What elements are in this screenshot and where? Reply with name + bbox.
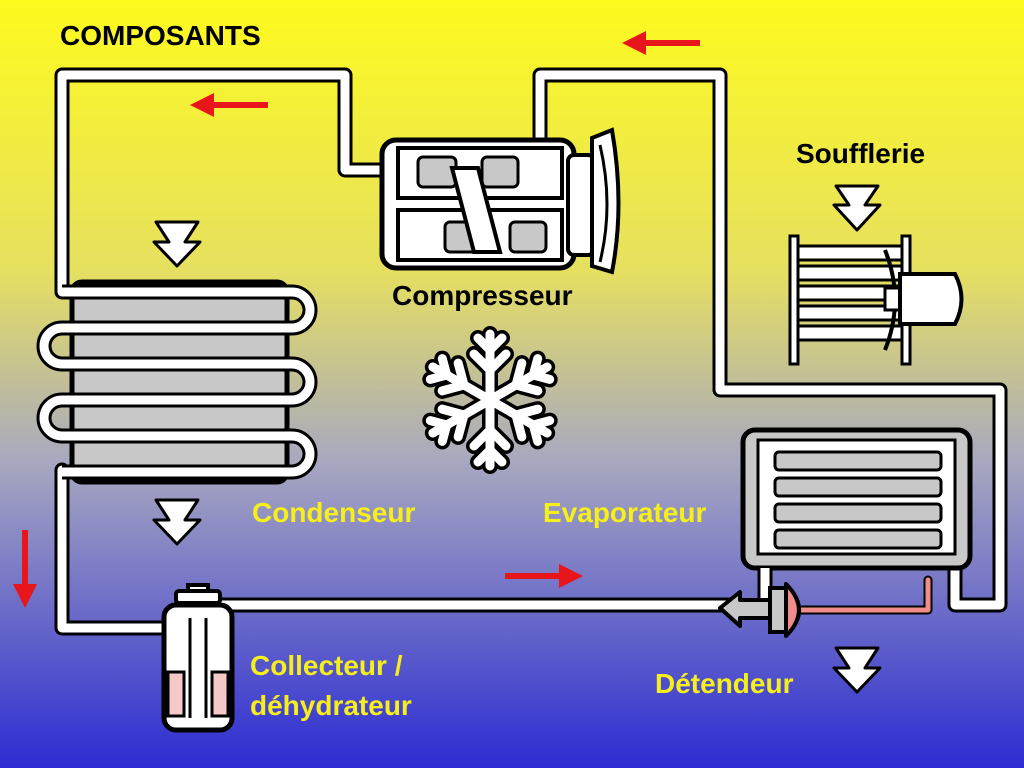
flow-arrow-icon bbox=[622, 31, 700, 55]
snowflake-arm bbox=[425, 354, 495, 405]
blower-label: Soufflerie bbox=[796, 138, 926, 169]
receiver-drier bbox=[161, 583, 235, 733]
snowflake-arm bbox=[485, 354, 555, 405]
blower bbox=[788, 234, 964, 366]
condenser bbox=[36, 279, 318, 485]
compressor bbox=[379, 127, 621, 275]
expansion-valve bbox=[718, 575, 933, 638]
condenser-airflow-out-icon bbox=[152, 498, 202, 546]
diagram-title: COMPOSANTS bbox=[60, 20, 261, 51]
blower-airflow-icon bbox=[832, 184, 882, 232]
snowflake-icon bbox=[422, 326, 558, 474]
compressor-label: Compresseur bbox=[392, 280, 573, 311]
condenser-airflow-in-icon bbox=[152, 220, 202, 268]
evaporator bbox=[740, 427, 973, 571]
receiver-label-line2: déhydrateur bbox=[250, 690, 412, 721]
snowflake-arm bbox=[469, 329, 511, 405]
snowflake-arm bbox=[469, 395, 511, 471]
condenser-label: Condenseur bbox=[252, 497, 416, 528]
flow-arrow-icon bbox=[505, 564, 583, 588]
snowflake-arm bbox=[425, 395, 495, 446]
flow-arrow-icon bbox=[190, 93, 268, 117]
snowflake-arm bbox=[485, 395, 555, 446]
flow-arrow-icon bbox=[13, 530, 37, 608]
expansion-valve-label: Détendeur bbox=[655, 668, 794, 699]
flow-arrows bbox=[13, 31, 700, 608]
receiver-label-line1: Collecteur / bbox=[250, 650, 403, 681]
valve-airflow-icon bbox=[832, 646, 882, 694]
evaporator-label: Evaporateur bbox=[543, 497, 707, 528]
